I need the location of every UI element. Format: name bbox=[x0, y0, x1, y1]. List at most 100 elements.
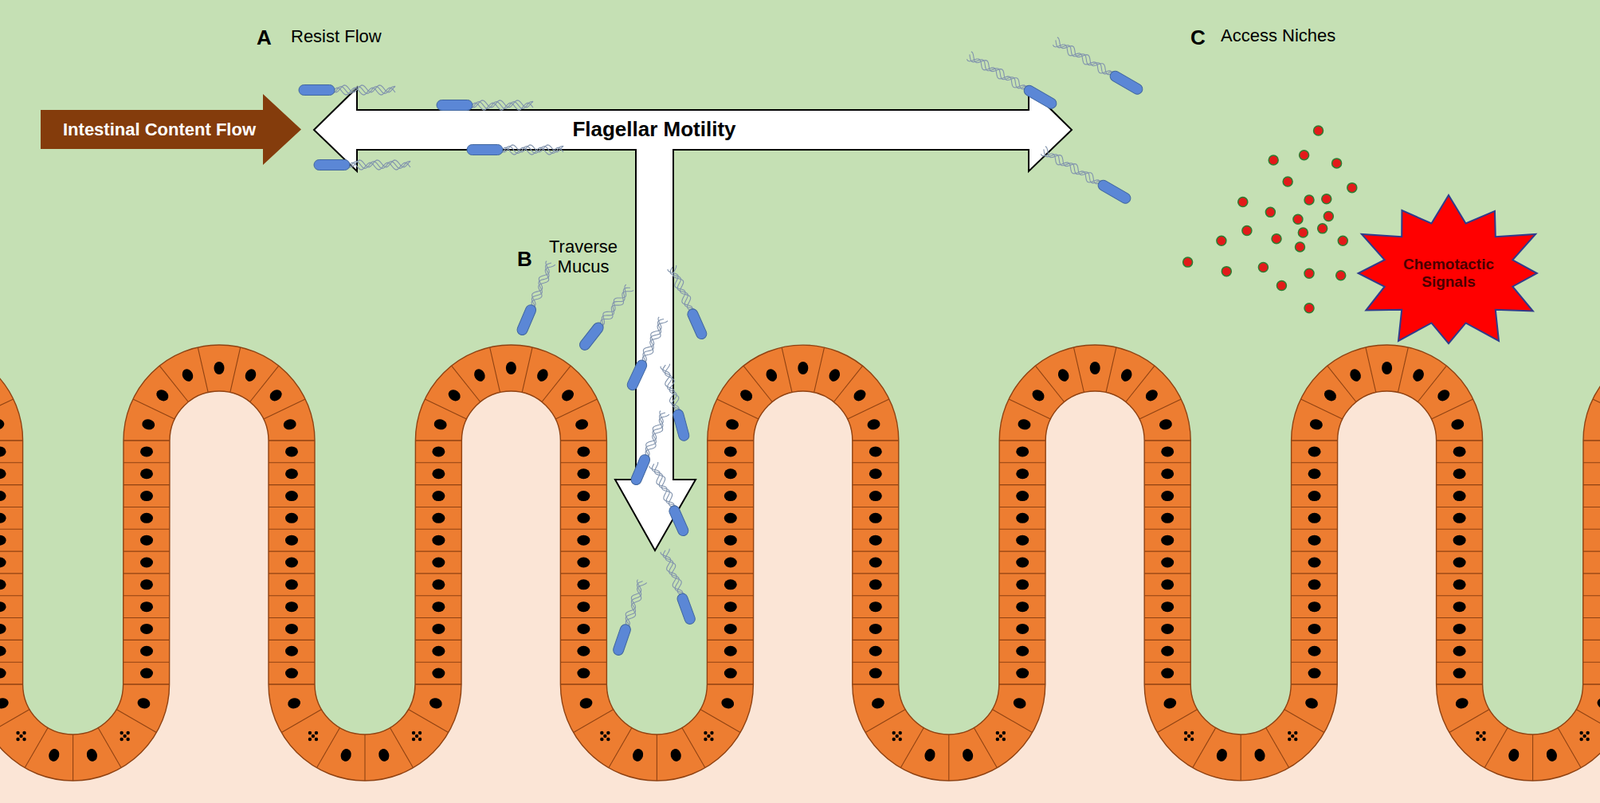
label-holder: Access Niches bbox=[1220, 26, 1336, 47]
bacterial-rod bbox=[577, 320, 606, 353]
panel-caption: Resist Flow bbox=[290, 27, 382, 48]
bacterial-rod bbox=[1108, 69, 1145, 97]
node-label: Chemotactic Signals bbox=[1392, 255, 1505, 291]
burst-shape bbox=[1358, 195, 1538, 344]
flagellum bbox=[499, 147, 564, 155]
flagellum bbox=[661, 549, 686, 598]
flagellum bbox=[469, 102, 534, 110]
flagellum bbox=[662, 549, 687, 598]
molecule-dot bbox=[1268, 155, 1279, 165]
flagellum bbox=[1041, 146, 1104, 187]
bacterium bbox=[666, 265, 709, 342]
flagellum bbox=[621, 579, 645, 629]
bacterial-rod bbox=[675, 592, 697, 626]
flagellum bbox=[528, 261, 555, 310]
molecule-dot bbox=[1258, 262, 1268, 273]
bacterial-rod bbox=[686, 307, 709, 342]
flagellum bbox=[623, 580, 648, 630]
molecule-dot bbox=[1238, 197, 1248, 208]
flagellum bbox=[669, 265, 696, 314]
molecule-dot bbox=[1282, 176, 1293, 187]
panel-letter: B bbox=[517, 247, 533, 271]
node-outline bbox=[310, 84, 1076, 555]
panel-letter: A bbox=[256, 26, 272, 50]
molecule-dot bbox=[1321, 194, 1332, 204]
bacterial-rod bbox=[625, 358, 649, 393]
bacterium bbox=[466, 145, 564, 156]
molecule-dot bbox=[1265, 207, 1275, 217]
molecule-dot bbox=[1242, 225, 1252, 236]
label-holder: A bbox=[256, 26, 272, 50]
cell-borders bbox=[0, 347, 1600, 781]
flagellum bbox=[1053, 37, 1116, 78]
bacterial-rod bbox=[436, 100, 473, 111]
bacterial-rod bbox=[611, 623, 632, 657]
bacterium bbox=[515, 260, 556, 337]
molecule-dot bbox=[1221, 266, 1232, 277]
flagellum bbox=[668, 266, 695, 314]
flagellum bbox=[643, 411, 670, 461]
flagellum bbox=[639, 317, 667, 365]
bacterium bbox=[659, 364, 691, 443]
flagellum bbox=[597, 286, 634, 330]
molecule-dot bbox=[1294, 242, 1305, 252]
bacterial-rod bbox=[629, 453, 652, 487]
molecule-dot bbox=[1271, 234, 1282, 244]
bacteria bbox=[298, 36, 1145, 657]
bacterium bbox=[659, 549, 697, 627]
flagellum bbox=[662, 364, 683, 414]
lamina-propria bbox=[0, 391, 1600, 803]
flagellum bbox=[650, 462, 678, 510]
bacterium bbox=[313, 160, 411, 171]
bacterial-rod bbox=[515, 303, 538, 338]
bacterium bbox=[577, 284, 635, 353]
label-holder: B bbox=[517, 247, 533, 271]
molecule-dot bbox=[1276, 281, 1287, 291]
flagellum bbox=[529, 262, 556, 311]
node-label: Intestinal Content Flow bbox=[62, 119, 256, 140]
chemoattractant-dots bbox=[1183, 125, 1357, 314]
molecule-dot bbox=[1183, 257, 1193, 267]
node-label: Flagellar Motility bbox=[572, 117, 736, 142]
molecule-dot bbox=[1347, 183, 1357, 193]
label-holder: Traverse Mucus bbox=[535, 237, 632, 277]
bacterium bbox=[966, 50, 1059, 110]
bacterium bbox=[629, 410, 670, 487]
flagellum bbox=[661, 364, 682, 414]
flow-arrow: Intestinal Content Flow bbox=[40, 94, 302, 165]
bacterial-rod bbox=[1022, 83, 1059, 111]
flagellum bbox=[967, 51, 1030, 92]
panel-caption: Access Niches bbox=[1220, 26, 1336, 47]
molecule-dot bbox=[1313, 125, 1324, 136]
molecule-dot bbox=[1336, 270, 1346, 281]
bacterial-rod bbox=[1096, 178, 1133, 206]
panel-caption: Traverse Mucus bbox=[535, 237, 632, 277]
flagellum bbox=[640, 317, 668, 366]
cell-nuclei bbox=[0, 361, 1600, 763]
flagellum bbox=[642, 411, 669, 460]
molecule-dot bbox=[1304, 195, 1314, 205]
molecule-dot bbox=[1216, 235, 1227, 246]
molecule-dot bbox=[1304, 303, 1314, 314]
bacterium bbox=[611, 579, 648, 657]
molecule-dot bbox=[1293, 214, 1303, 224]
molecule-dot bbox=[1323, 211, 1334, 221]
flagellum bbox=[640, 410, 667, 459]
panel-letter: C bbox=[1190, 26, 1206, 50]
label-holder: Resist Flow bbox=[290, 27, 382, 48]
bacterium bbox=[436, 100, 534, 111]
motility-arrow: Flagellar Motility bbox=[310, 84, 1076, 555]
bacterial-rod bbox=[671, 408, 691, 443]
molecule-dot bbox=[1317, 223, 1328, 234]
flagellum bbox=[346, 162, 411, 170]
bacterial-rod bbox=[667, 504, 691, 538]
molecule-dot bbox=[1298, 227, 1308, 238]
flagellum bbox=[650, 462, 677, 511]
flow-arrow-shape bbox=[40, 94, 302, 165]
molecule-dot bbox=[1304, 268, 1314, 279]
label-holder: C bbox=[1190, 26, 1206, 50]
molecule-dot bbox=[1337, 235, 1348, 246]
bacterium bbox=[625, 316, 668, 392]
flagellum bbox=[638, 317, 666, 365]
